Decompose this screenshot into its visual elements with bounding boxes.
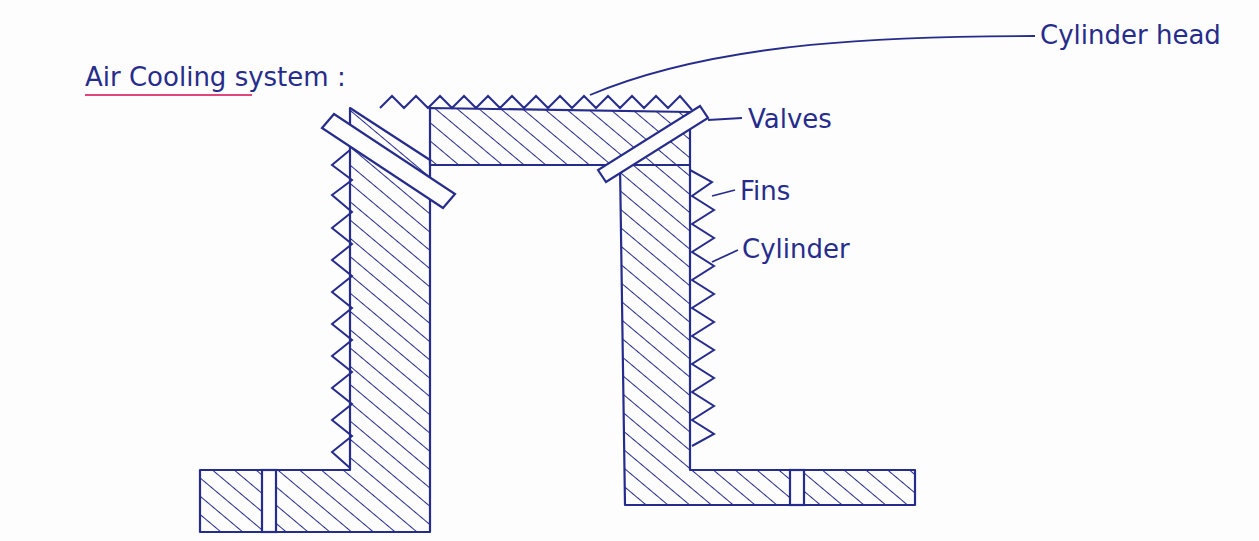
bolt-hole bbox=[790, 470, 804, 505]
head-fins bbox=[380, 96, 692, 110]
left-fins bbox=[332, 150, 352, 468]
part-label: Cylinder head bbox=[1040, 20, 1221, 50]
inlet-valve bbox=[322, 114, 455, 208]
part-label: Valves bbox=[748, 104, 832, 134]
part-label: Fins bbox=[740, 176, 790, 206]
leader-line bbox=[708, 118, 742, 120]
exhaust-valve bbox=[598, 106, 708, 182]
diagram-title: Air Cooling system : bbox=[85, 62, 346, 92]
leader-line bbox=[590, 36, 1035, 95]
leader-line bbox=[712, 250, 738, 262]
part-label: Cylinder bbox=[742, 234, 850, 264]
leader-line bbox=[712, 190, 735, 196]
right-cylinder-wall bbox=[620, 165, 915, 505]
right-fins bbox=[690, 170, 714, 446]
bolt-hole bbox=[262, 470, 276, 532]
title-underline bbox=[85, 94, 252, 96]
